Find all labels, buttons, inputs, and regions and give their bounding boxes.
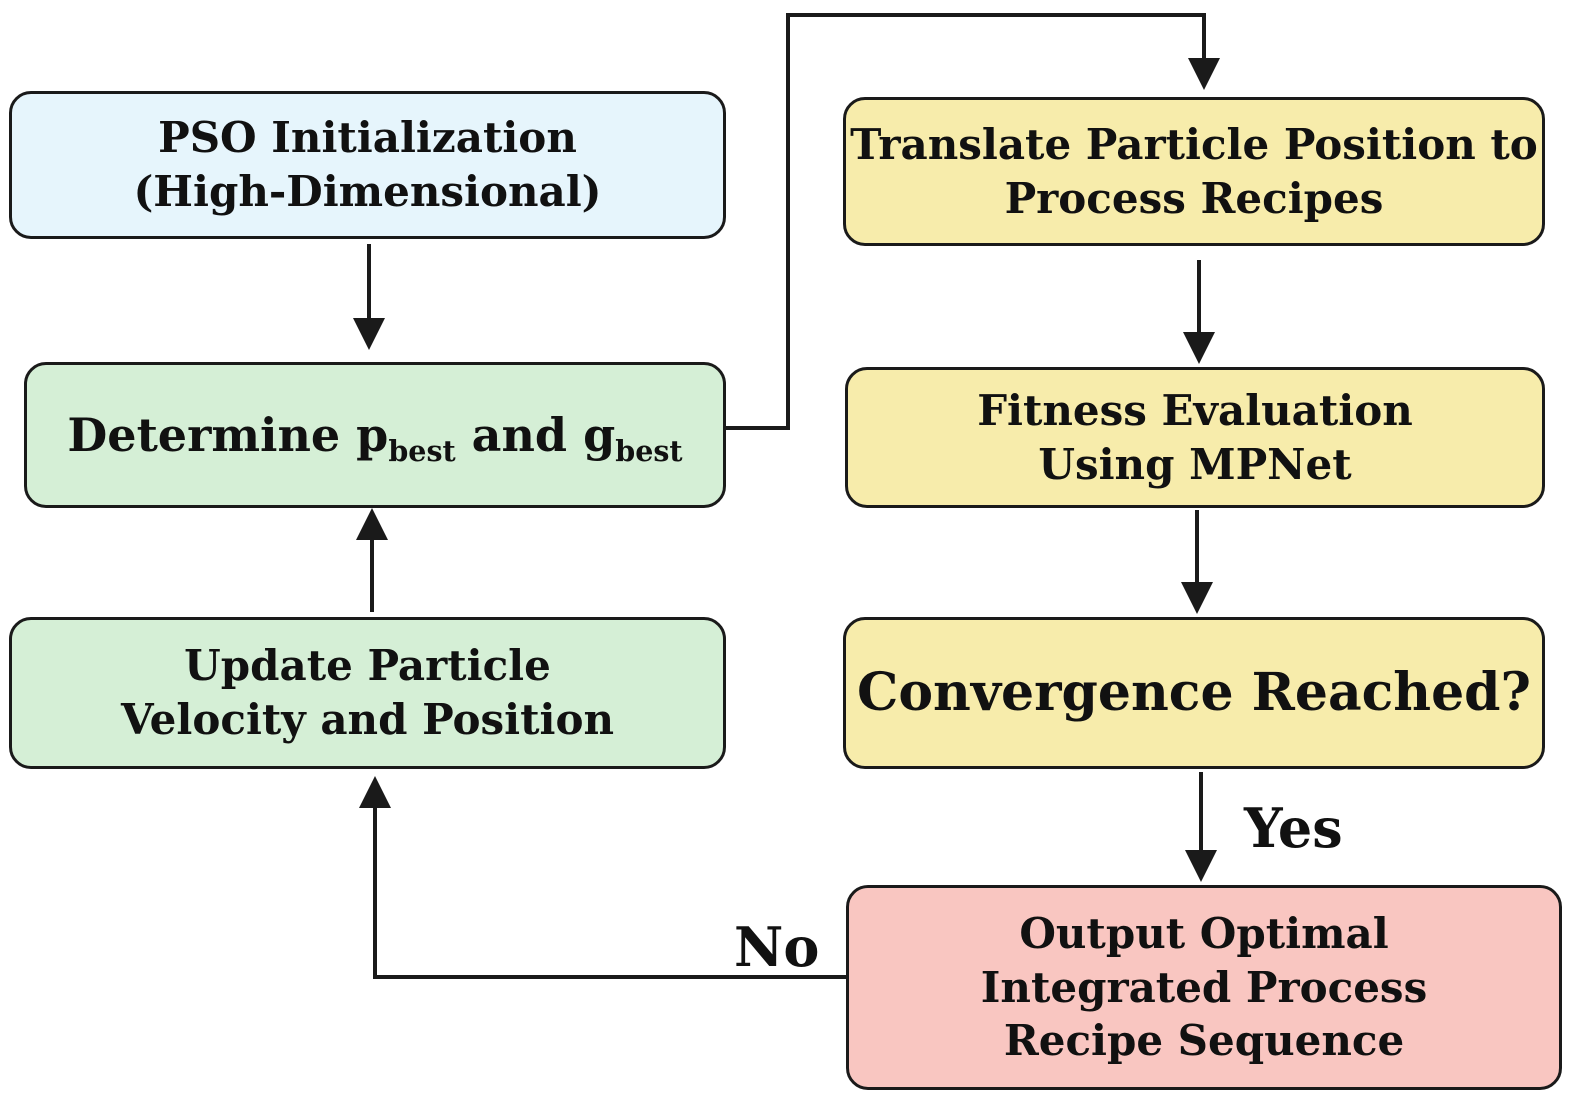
node-translate-position: Translate Particle Position to Process R… — [843, 97, 1545, 246]
node-update-particle: Update Particle Velocity and Position — [9, 617, 726, 769]
node-pso-initialization: PSO Initialization (High-Dimensional) — [9, 91, 726, 239]
node-text-line: Fitness Evaluation — [977, 385, 1413, 435]
node-text-line: (High-Dimensional) — [133, 167, 602, 216]
arrow-best-to-translate — [726, 13, 1220, 430]
node-fitness-evaluation: Fitness Evaluation Using MPNet — [845, 367, 1545, 508]
node-text-line: Translate Particle Position to — [850, 119, 1538, 169]
node-text-line: Convergence Reached? — [856, 661, 1532, 723]
arrow-output-to-update-no — [359, 776, 846, 979]
node-determine-best: Determine pbest and gbest — [24, 362, 726, 508]
node-output-optimal: Output Optimal Integrated Process Recipe… — [846, 885, 1562, 1090]
node-text-line: Using MPNet — [1038, 439, 1352, 489]
node-text-line: Update Particle — [184, 641, 551, 691]
g-best-subscript: best — [615, 433, 683, 468]
node-text-line: Determine pbest and gbest — [67, 406, 682, 465]
best-text-pre: Determine p — [67, 407, 389, 462]
node-text-line: Output Optimal — [1019, 908, 1389, 958]
node-text-line: Integrated Process — [980, 962, 1428, 1012]
node-text-line: Recipe Sequence — [1003, 1016, 1405, 1066]
edge-label-yes: Yes — [1244, 796, 1343, 860]
node-convergence-check: Convergence Reached? — [843, 617, 1545, 769]
edge-label-no: No — [734, 915, 820, 979]
best-text-mid: and g — [455, 407, 616, 462]
node-text-line: Velocity and Position — [120, 695, 615, 744]
node-text-line: Process Recipes — [1004, 173, 1384, 223]
p-best-subscript: best — [388, 433, 456, 468]
node-text-line: PSO Initialization — [158, 113, 577, 163]
